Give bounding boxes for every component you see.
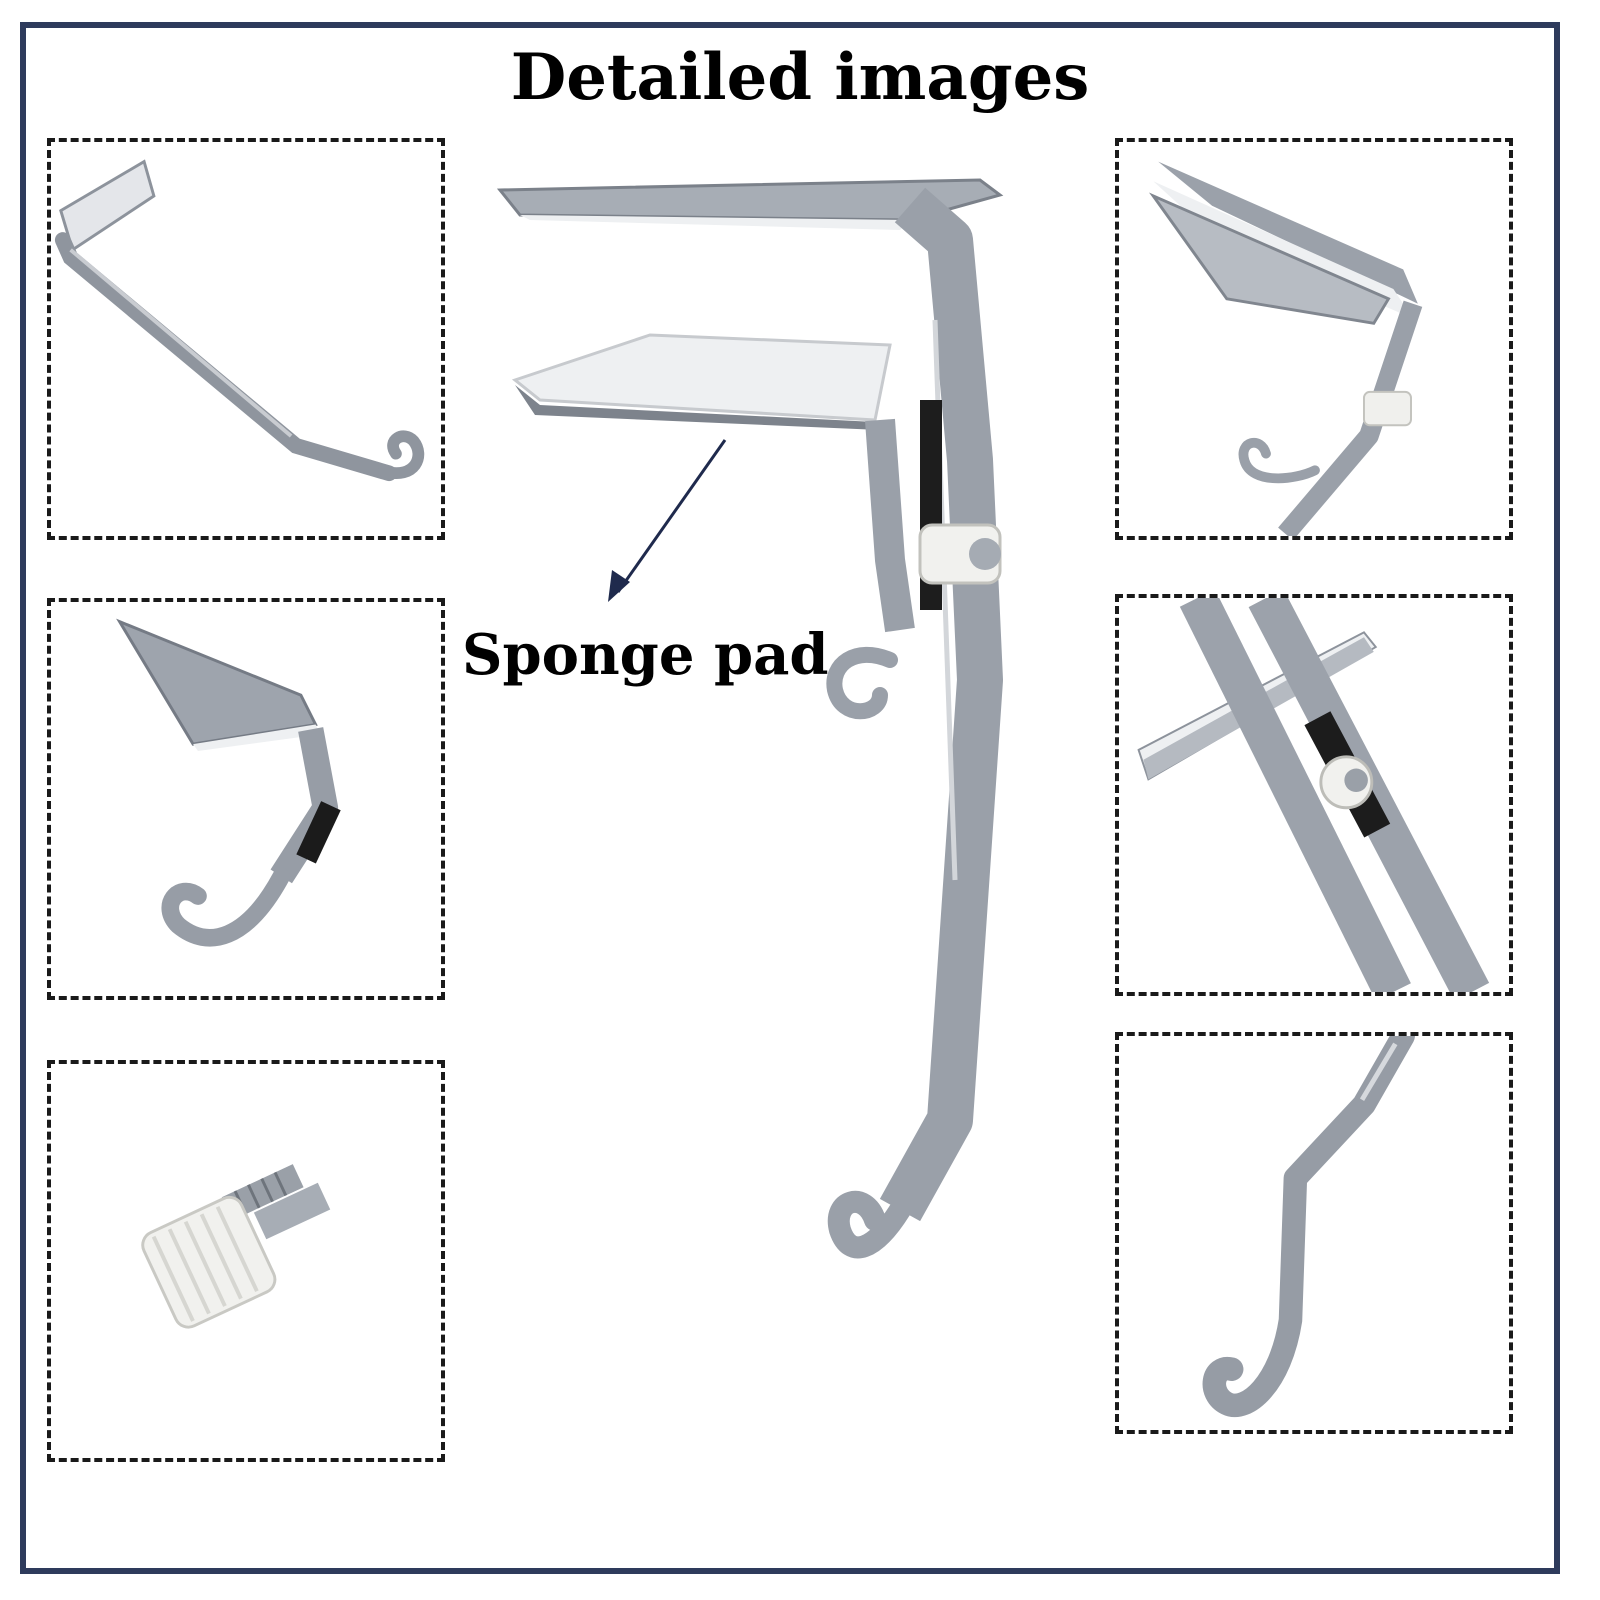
bracket-hook-icon: [54, 159, 425, 482]
sponge-pad-label: Sponge pad: [462, 622, 829, 688]
thumb-screw-icon: [141, 1164, 331, 1329]
panel-pad-bend-view: [47, 598, 445, 1000]
bracket-pad-icon: [116, 618, 341, 947]
panel-knob-slide-view: [1115, 594, 1513, 996]
panel-double-pad-view: [1115, 138, 1513, 540]
panel-thumb-screw-view: [47, 1060, 445, 1462]
hook-end-icon: [1202, 1036, 1415, 1417]
page-title: Detailed images: [510, 40, 1090, 115]
main-bracket-image: [480, 160, 1060, 1320]
double-pad-icon: [1149, 161, 1423, 536]
panel-hook-side-view: [47, 138, 445, 540]
desk-bracket-icon: [496, 178, 1004, 1259]
panel-hook-end-view: [1115, 1032, 1513, 1434]
callout-arrow-icon: [608, 439, 727, 602]
knob-slide-icon: [1137, 598, 1490, 992]
